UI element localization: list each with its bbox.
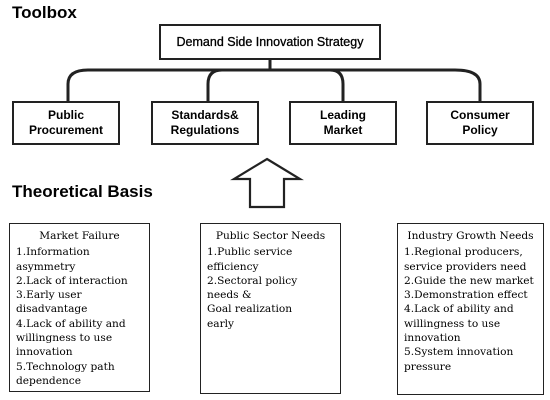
panel-title: Market Failure <box>39 230 120 242</box>
panel-title: Industry Growth Needs <box>407 230 534 242</box>
panel-market-failure: Market Failure 1.Information asymmetry 2… <box>9 223 150 392</box>
up-arrow <box>230 157 304 209</box>
panel-industry-growth-needs: Industry Growth Needs 1.Regional produce… <box>397 223 544 395</box>
panel-items: 1.Information asymmetry 2.Lack of intera… <box>16 246 128 387</box>
panel-items: 1.Public service efficiency 2.Sectoral p… <box>207 246 298 330</box>
panel-public-sector-needs: Public Sector Needs 1.Public service eff… <box>200 223 341 394</box>
tool-label: Public Procurement <box>28 108 104 137</box>
strategy-label: Demand Side Innovation Strategy <box>176 35 364 49</box>
tool-leading-market: Leading Market <box>289 101 397 145</box>
theoretical-basis-heading: Theoretical Basis <box>12 182 153 201</box>
tool-public-procurement: Public Procurement <box>12 101 120 145</box>
bracket-right <box>329 68 482 101</box>
tool-consumer-policy: Consumer Policy <box>426 101 534 145</box>
tool-label: Consumer Policy <box>450 108 510 137</box>
tool-standards-regulations: Standards& Regulations <box>151 101 259 145</box>
tool-label: Standards& Regulations <box>170 108 240 137</box>
tool-label: Leading Market <box>319 108 366 137</box>
bracket-left <box>66 68 223 101</box>
panel-items: 1.Regional producers, service providers … <box>404 246 534 373</box>
strategy-box: Demand Side Innovation Strategy <box>159 24 381 60</box>
panel-title: Public Sector Needs <box>215 230 326 242</box>
bracket-center <box>222 60 330 72</box>
toolbox-heading: Toolbox <box>12 3 77 22</box>
